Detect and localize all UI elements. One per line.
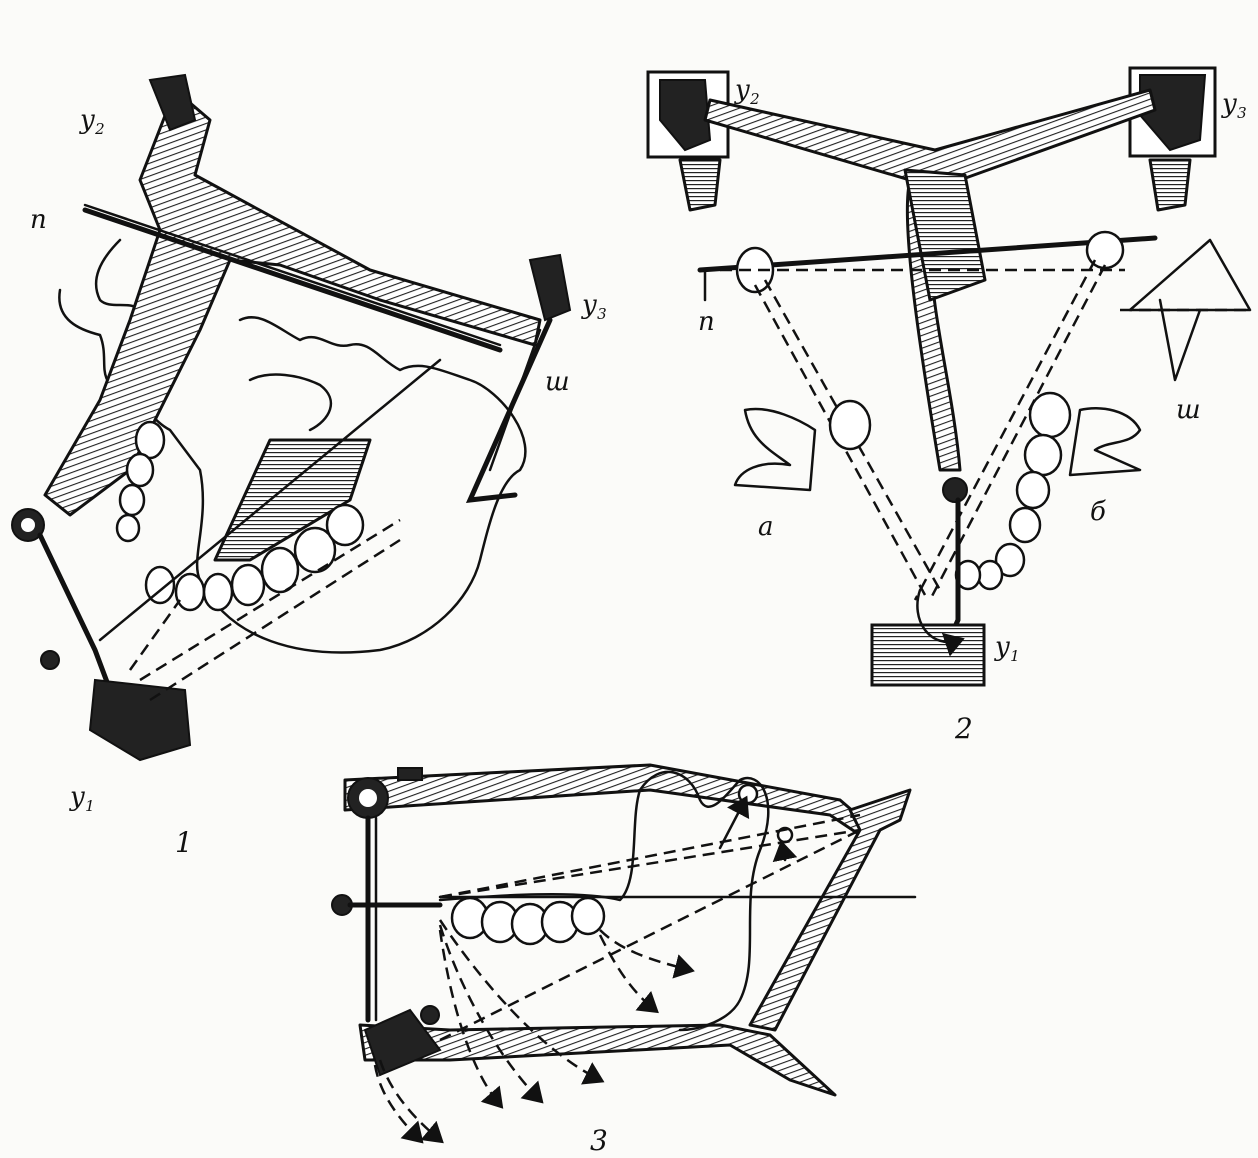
- upper-arm-3: [343, 763, 877, 837]
- label-sh-fig2: ш: [1176, 395, 1201, 425]
- condyle-arrow-3: [718, 795, 750, 850]
- pin-screw-1: [40, 650, 60, 670]
- guide-line-1: [98, 358, 442, 642]
- rod-p-1b: [83, 203, 502, 347]
- figure-3: 3: [331, 763, 917, 1157]
- label-sh-fig1: ш: [545, 367, 570, 397]
- swing-arrow-3f: [378, 1059, 444, 1144]
- inset-a-2: [733, 407, 817, 492]
- incisal-pin-1: [37, 532, 113, 693]
- rod-p-1: [82, 207, 503, 353]
- label-u3-fig1: у3: [581, 290, 607, 323]
- screw-right-2: [1148, 158, 1192, 212]
- guide-dash-1b: [149, 538, 401, 702]
- condyle-3: [737, 783, 759, 805]
- label-u2-fig2: у2: [734, 75, 760, 108]
- rod-p-2: [697, 235, 1158, 273]
- post-u2-1: [148, 73, 197, 132]
- lower-arm-3: [358, 1023, 837, 1097]
- skull-detail-2: [248, 373, 332, 432]
- label-u2-fig1: у2: [79, 105, 105, 138]
- swing-arrow-3c: [438, 919, 605, 1085]
- condyle-right-2: [1085, 230, 1125, 270]
- pin-knob-2: [942, 477, 968, 503]
- post-u3-1: [528, 253, 572, 322]
- mandible-outline-3: [438, 770, 770, 1032]
- lower-arm-1: [213, 438, 372, 562]
- label-a-fig2: а: [758, 512, 774, 542]
- guide-dash-1a: [139, 518, 401, 682]
- label-u1-fig1: у1: [69, 782, 95, 815]
- guide-dash-1c: [128, 599, 182, 671]
- teeth-row-2: [954, 391, 1072, 591]
- swing-arrow-3b: [598, 934, 659, 1014]
- angle-lines-2: [1158, 298, 1202, 382]
- label-u3-fig2: у3: [1221, 89, 1247, 122]
- figure-number-1: 1: [175, 826, 193, 859]
- swing-arrow-3g: [373, 1064, 424, 1144]
- label-b-fig2: б: [1090, 497, 1106, 527]
- incisal-table-3: [363, 1008, 442, 1077]
- inset-b-2: [1068, 406, 1142, 477]
- lower-screw-3: [420, 1005, 440, 1025]
- dash-upper-3b: [439, 828, 861, 899]
- dash-upper-3: [439, 813, 861, 899]
- angle-triangle-2: [1128, 238, 1252, 312]
- pin-arrow-2: [916, 588, 965, 657]
- swing-arrow-3e: [438, 929, 504, 1109]
- condyle-left-2: [735, 246, 775, 294]
- figure-number-2: 2: [954, 712, 973, 745]
- label-p-fig1: п: [30, 205, 47, 235]
- right-leg-1: [465, 317, 553, 503]
- swing-arrow-3d: [438, 924, 544, 1104]
- bracket-u2-2-fill: [659, 79, 712, 152]
- label-u1-fig2: у1: [994, 632, 1020, 665]
- screw-left-2: [678, 158, 722, 212]
- right-leg-1b: [488, 328, 542, 472]
- dash-lower-3: [439, 828, 861, 1042]
- figure-1: у2 п у3 ш у1 1: [11, 73, 607, 859]
- teeth-row-3: [450, 896, 606, 946]
- axis-arrow-3: [772, 840, 798, 863]
- figure-number-3: 3: [590, 1124, 608, 1157]
- figure-2: у2 у3 п ш а б у1 2: [646, 66, 1252, 745]
- teeth-row-1: [115, 420, 365, 612]
- top-screw-3: [397, 767, 423, 781]
- track-right-b-2: [913, 259, 1097, 601]
- swing-arrow-3a: [599, 929, 695, 979]
- right-post-3: [748, 788, 912, 1032]
- tooth-left-track-2: [828, 399, 872, 451]
- incisal-table-u1-1: [88, 678, 192, 762]
- skull-detail-1: [94, 238, 142, 312]
- label-p-fig2: п: [698, 307, 715, 337]
